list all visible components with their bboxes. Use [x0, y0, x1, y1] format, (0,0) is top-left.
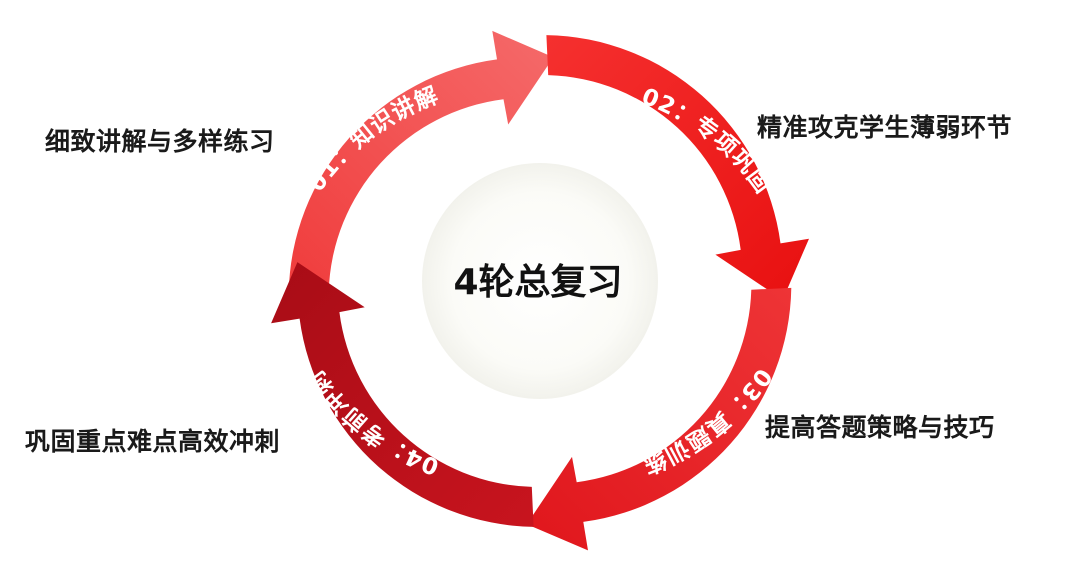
stage-4-description: 巩固重点难点高效冲刺	[25, 427, 281, 456]
segment-3-arrow	[526, 287, 792, 551]
cycle-segments	[271, 30, 809, 551]
stage-1-description: 细致讲解与多样练习	[45, 127, 275, 156]
segment-1-label: 01：知识讲解	[304, 82, 443, 197]
center-disc	[422, 163, 658, 399]
segment-4-label: 04：考前冲刺	[304, 365, 443, 479]
segment-1-arrow	[288, 30, 554, 294]
segment-4-arrow	[271, 262, 534, 527]
stage-2-description: 精准攻克学生薄弱环节	[757, 113, 1013, 142]
segment-2-arrow	[546, 35, 809, 300]
center-title: 4轮总复习	[453, 262, 622, 303]
stage-3-description: 提高答题策略与技巧	[765, 413, 995, 442]
